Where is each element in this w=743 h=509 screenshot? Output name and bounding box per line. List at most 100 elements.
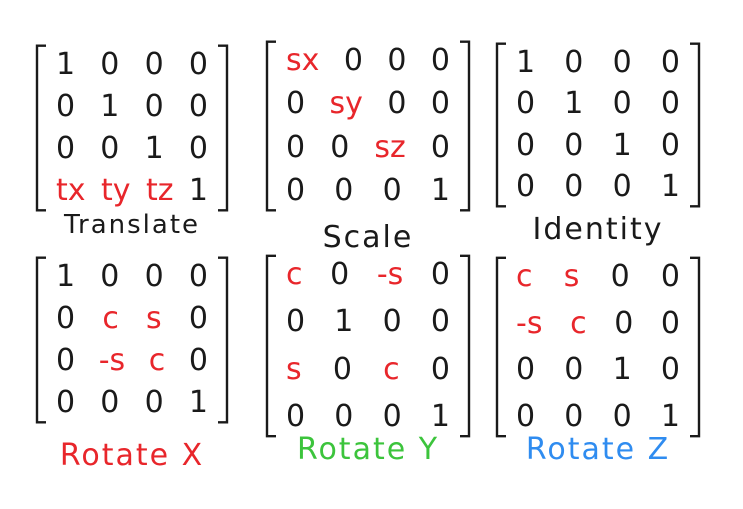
label-rotate-x: Rotate X [59,438,205,473]
matrix-cell: 0 [516,352,536,388]
matrix-cell: 0 [334,172,354,208]
matrix-cell: 0 [612,398,632,434]
matrix-cell: 0 [610,259,630,294]
matrix-cell: 1 [660,398,680,434]
matrix-cell: 0 [286,172,306,208]
matrix-cell: 0 [334,398,354,434]
matrix-cell: 0 [430,257,450,292]
matrix-cell: 0 [430,304,450,340]
matrix-cell: s [286,351,302,387]
matrix-cell: 0 [564,45,584,80]
matrix-cell: 0 [56,89,76,124]
matrix-cell: 0 [516,127,536,163]
matrix-cell: 0 [612,168,632,204]
matrix-cell: 0 [144,385,164,420]
matrix-cell: tz [145,173,174,208]
matrix-cell: 0 [614,305,634,341]
matrix-cell: 0 [387,86,407,122]
matrix-cell: 0 [430,86,450,122]
left-bracket [34,256,48,424]
matrix-cell: 0 [564,127,584,163]
matrix-cell: 0 [286,304,306,340]
matrix-cell: c [516,259,533,294]
matrix-cell: 0 [516,168,536,204]
matrix-cell: 0 [330,129,350,165]
matrix-cell: 0 [660,45,680,80]
matrix-cell: 1 [612,352,632,388]
matrix-cell: 1 [612,127,632,163]
matrix-cell: 0 [56,131,76,166]
right-bracket [688,256,702,438]
matrix-cell: 0 [144,89,164,124]
matrix-cell: 1 [188,173,208,208]
left-bracket [34,44,48,212]
matrix-cell: 1 [188,385,208,420]
matrix-cell: 0 [430,351,450,387]
matrix-cell: 0 [660,127,680,163]
label-rotate-z: Rotate Z [525,432,671,467]
matrix-cell: 1 [516,45,536,80]
matrix-cell: 0 [188,89,208,124]
label-scale: Scale [322,220,414,255]
matrix-cell: -s [376,257,404,292]
matrix-cell: -s [516,305,543,341]
label-identity: Identity [532,212,664,247]
matrix-cell: 0 [660,305,680,341]
matrix-cell: 0 [564,168,584,204]
matrix-cell: 0 [188,47,208,82]
matrix-cell: 1 [660,168,680,204]
matrix-cell: 1 [144,131,164,166]
right-bracket [216,256,230,424]
matrix-cell: 0 [332,351,352,387]
matrix-cell: c [102,301,119,336]
matrix-cell: 0 [343,43,363,78]
matrix-cell: 0 [100,259,120,294]
matrix-cell: c [286,257,303,292]
matrix-cell: 1 [334,304,354,340]
left-bracket [264,254,278,438]
matrix-cell: 0 [56,301,76,336]
right-bracket [458,40,472,212]
right-bracket [688,42,702,208]
matrix-cell: 0 [100,131,120,166]
matrix-cell: 0 [188,131,208,166]
matrix-cell: 0 [660,86,680,122]
matrix-cell: 0 [382,172,402,208]
matrix-cell: 0 [144,259,164,294]
matrix-cell: 0 [286,129,306,165]
label-rotate-y: Rotate Y [296,432,440,467]
matrix-cell: 1 [56,47,76,82]
matrix-cell: c [383,351,400,387]
matrix-cell: 0 [564,352,584,388]
matrix-cell: 1 [430,172,450,208]
matrix-cell: 0 [516,86,536,122]
matrix-cell: 1 [430,398,450,434]
matrix-cell: 1 [564,86,584,122]
matrix-cell: s [563,259,580,294]
matrix-cell: 0 [660,352,680,388]
matrix-cell: sy [329,86,363,122]
